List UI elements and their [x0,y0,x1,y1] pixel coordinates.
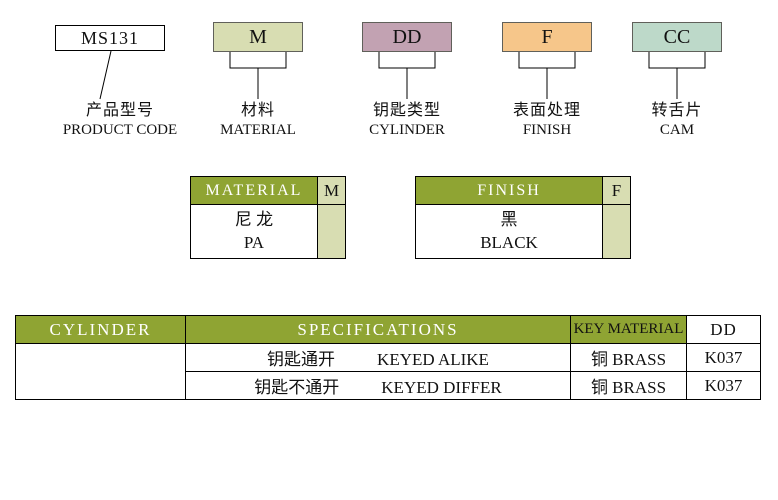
spec-row-keyed-differ: 钥匙不通开 KEYED DIFFER 铜 BRASS K037 [16,371,761,400]
material-table: MATERIAL M 尼 龙 PA [190,176,346,259]
finish-code-fill-cell [602,204,631,259]
finish-table: FINISH F 黑 BLACK [415,176,631,259]
cylinder-label: 钥匙类型 CYLINDER [322,101,492,140]
header-specifications: SPECIFICATIONS [185,315,571,344]
connector-finish-bracket [518,52,576,69]
header-cylinder: CYLINDER [15,315,186,344]
dd-code-cell: K037 [686,343,761,372]
material-value-cell: 尼 龙 PA [190,204,318,259]
finish-label: 表面处理 FINISH [462,101,632,140]
material-label: 材料 MATERIAL [173,101,343,140]
spec-cell-keyed-alike: 钥匙通开 KEYED ALIKE [185,343,571,372]
cylinder-label-en: CYLINDER [369,122,445,138]
finish-code-box: F [502,22,592,52]
cylinder-label-zh: 钥匙类型 [372,102,441,119]
cylinder-cell [15,343,186,400]
spec-en: KEYED ALIKE [377,350,489,369]
cam-code-box: CC [632,22,722,52]
header-dd: DD [686,315,761,344]
product-code-box: MS131 [55,25,165,51]
connector-cylinder-bracket [378,52,436,69]
finish-table-value-row: 黑 BLACK [415,204,631,259]
material-code-box: M [213,22,303,52]
product-code-label-zh: 产品型号 [85,102,154,119]
cam-label-en: CAM [659,122,695,138]
key-material-cell: 铜 BRASS [570,371,687,400]
header-key-material: KEY MATERIAL [570,315,687,344]
finish-table-header-row: FINISH F [415,176,631,205]
product-code-label-en: PRODUCT CODE [62,122,178,138]
product-code-label: 产品型号 PRODUCT CODE [35,101,205,140]
specifications-table: CYLINDER SPECIFICATIONS KEY MATERIAL DD … [15,315,761,400]
finish-table-code-cell: F [602,176,631,205]
finish-value-cell: 黑 BLACK [415,204,603,259]
spec-zh: 钥匙不通开 [254,378,340,397]
spec-row-keyed-alike: 钥匙通开 KEYED ALIKE 铜 BRASS K037 [15,343,761,400]
finish-table-header: FINISH [415,176,603,205]
material-table-value-row: 尼 龙 PA [190,204,346,259]
connector-cam-bracket [648,52,706,69]
finish-value-en: BLACK [480,232,538,252]
material-table-header: MATERIAL [190,176,318,205]
cylinder-code-box: DD [362,22,452,52]
material-code-fill-cell [317,204,346,259]
connector-product-code [99,50,112,100]
spec-en: KEYED DIFFER [381,378,502,397]
connector-lines [99,50,706,100]
cam-label: 转舌片 CAM [592,101,762,140]
spec-header-row: CYLINDER SPECIFICATIONS KEY MATERIAL DD [15,315,761,344]
material-value-en: PA [243,232,265,252]
cam-label-zh: 转舌片 [651,102,703,119]
material-label-zh: 材料 [240,102,275,119]
finish-label-en: FINISH [522,122,572,138]
spec-zh: 钥匙通开 [267,350,336,369]
finish-label-zh: 表面处理 [512,102,581,119]
finish-value-zh: 黑 [500,210,518,230]
spec-cell-keyed-differ: 钥匙不通开 KEYED DIFFER [185,371,571,400]
dd-code-cell: K037 [686,371,761,400]
connector-material-bracket [229,52,287,69]
material-table-code-cell: M [317,176,346,205]
material-table-header-row: MATERIAL M [190,176,346,205]
material-label-en: MATERIAL [220,122,296,138]
key-material-cell: 铜 BRASS [570,343,687,372]
material-value-zh: 尼 龙 [234,210,274,230]
